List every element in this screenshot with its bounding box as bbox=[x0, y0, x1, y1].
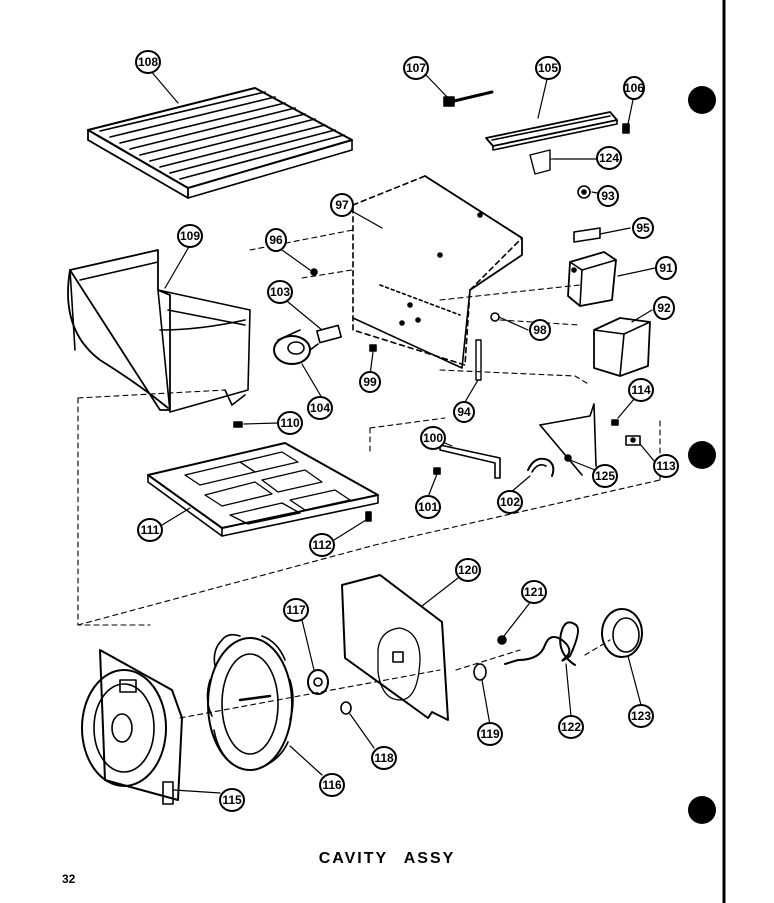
callout-114: 114 bbox=[631, 383, 651, 397]
part-hub-117 bbox=[307, 669, 329, 695]
callout-104: 104 bbox=[310, 401, 330, 415]
callout-95: 95 bbox=[636, 221, 650, 235]
callout-111: 111 bbox=[141, 523, 160, 537]
callout-leaders bbox=[149, 69, 656, 794]
callout-94: 94 bbox=[457, 405, 471, 419]
callout-91: 91 bbox=[659, 261, 673, 275]
part-bracket-124 bbox=[529, 149, 599, 175]
part-plate-120 bbox=[341, 574, 449, 721]
part-tray-111 bbox=[147, 442, 379, 537]
callout-117: 117 bbox=[286, 603, 306, 617]
part-screw-106 bbox=[622, 123, 630, 134]
part-socket-103 bbox=[316, 324, 342, 344]
callout-121: 121 bbox=[524, 585, 544, 599]
callout-92: 92 bbox=[657, 301, 671, 315]
part-nut-125 bbox=[564, 454, 572, 462]
part-washer-118 bbox=[340, 701, 352, 715]
part-connector-113 bbox=[625, 435, 641, 446]
callout-112: 112 bbox=[312, 538, 332, 552]
callout-96: 96 bbox=[269, 233, 283, 247]
part-wire-114 bbox=[539, 403, 619, 476]
part-clip-102 bbox=[527, 457, 555, 477]
callout-labels: 108 107 105 106 124 93 97 96 109 95 91 1… bbox=[138, 55, 676, 807]
page-number: 32 bbox=[62, 872, 76, 886]
part-heater-122 bbox=[504, 621, 579, 666]
part-rod-94 bbox=[475, 339, 482, 381]
part-screw-112 bbox=[365, 511, 372, 522]
part-washer-119 bbox=[473, 663, 487, 681]
part-switch-93 bbox=[577, 185, 591, 199]
part-nut-96 bbox=[310, 268, 318, 276]
binder-hole bbox=[688, 86, 716, 114]
part-housing-115 bbox=[81, 649, 183, 805]
part-bracket-100 bbox=[439, 444, 501, 479]
callout-125: 125 bbox=[595, 469, 615, 483]
part-nut-98 bbox=[490, 312, 500, 322]
dashed-leader-lines bbox=[77, 229, 661, 719]
part-fan-116 bbox=[206, 633, 294, 771]
callout-108: 108 bbox=[138, 55, 158, 69]
callout-116: 116 bbox=[322, 778, 342, 792]
part-bushing-121 bbox=[497, 635, 507, 645]
part-trim-strip bbox=[485, 111, 618, 151]
callout-113: 113 bbox=[656, 459, 676, 473]
callout-100: 100 bbox=[423, 431, 443, 445]
part-cover-123 bbox=[601, 608, 643, 658]
callout-118: 118 bbox=[374, 751, 394, 765]
part-blower-housing bbox=[67, 249, 251, 413]
callout-123: 123 bbox=[631, 709, 651, 723]
part-timer-91 bbox=[567, 251, 617, 307]
callout-102: 102 bbox=[500, 495, 520, 509]
callout-103: 103 bbox=[270, 285, 290, 299]
binder-hole bbox=[688, 796, 716, 824]
callout-99: 99 bbox=[363, 375, 377, 389]
part-motor-104 bbox=[273, 329, 319, 365]
callout-93: 93 bbox=[601, 189, 615, 203]
callout-109: 109 bbox=[180, 229, 200, 243]
callout-124: 124 bbox=[599, 151, 619, 165]
callout-122: 122 bbox=[561, 720, 581, 734]
callout-106: 106 bbox=[624, 81, 644, 95]
part-screw-101 bbox=[433, 467, 441, 475]
callout-110: 110 bbox=[280, 416, 300, 430]
callout-115: 115 bbox=[222, 793, 242, 807]
callout-97: 97 bbox=[335, 198, 349, 212]
callout-120: 120 bbox=[458, 563, 478, 577]
part-rear-panel bbox=[352, 175, 523, 369]
binder-hole bbox=[688, 441, 716, 469]
callout-bubbles bbox=[135, 50, 679, 812]
part-oven-rack bbox=[87, 87, 353, 199]
callout-105: 105 bbox=[538, 61, 558, 75]
part-screw-107 bbox=[443, 90, 494, 107]
callout-98: 98 bbox=[533, 323, 547, 337]
part-screw-99 bbox=[369, 344, 377, 352]
part-plate-95 bbox=[573, 227, 601, 243]
part-screw-110 bbox=[233, 421, 243, 428]
callout-107: 107 bbox=[406, 61, 426, 75]
callout-119: 119 bbox=[480, 727, 500, 741]
part-box-92 bbox=[593, 317, 651, 377]
diagram-caption: CAVITY ASSY bbox=[318, 850, 456, 867]
callout-101: 101 bbox=[418, 500, 438, 514]
